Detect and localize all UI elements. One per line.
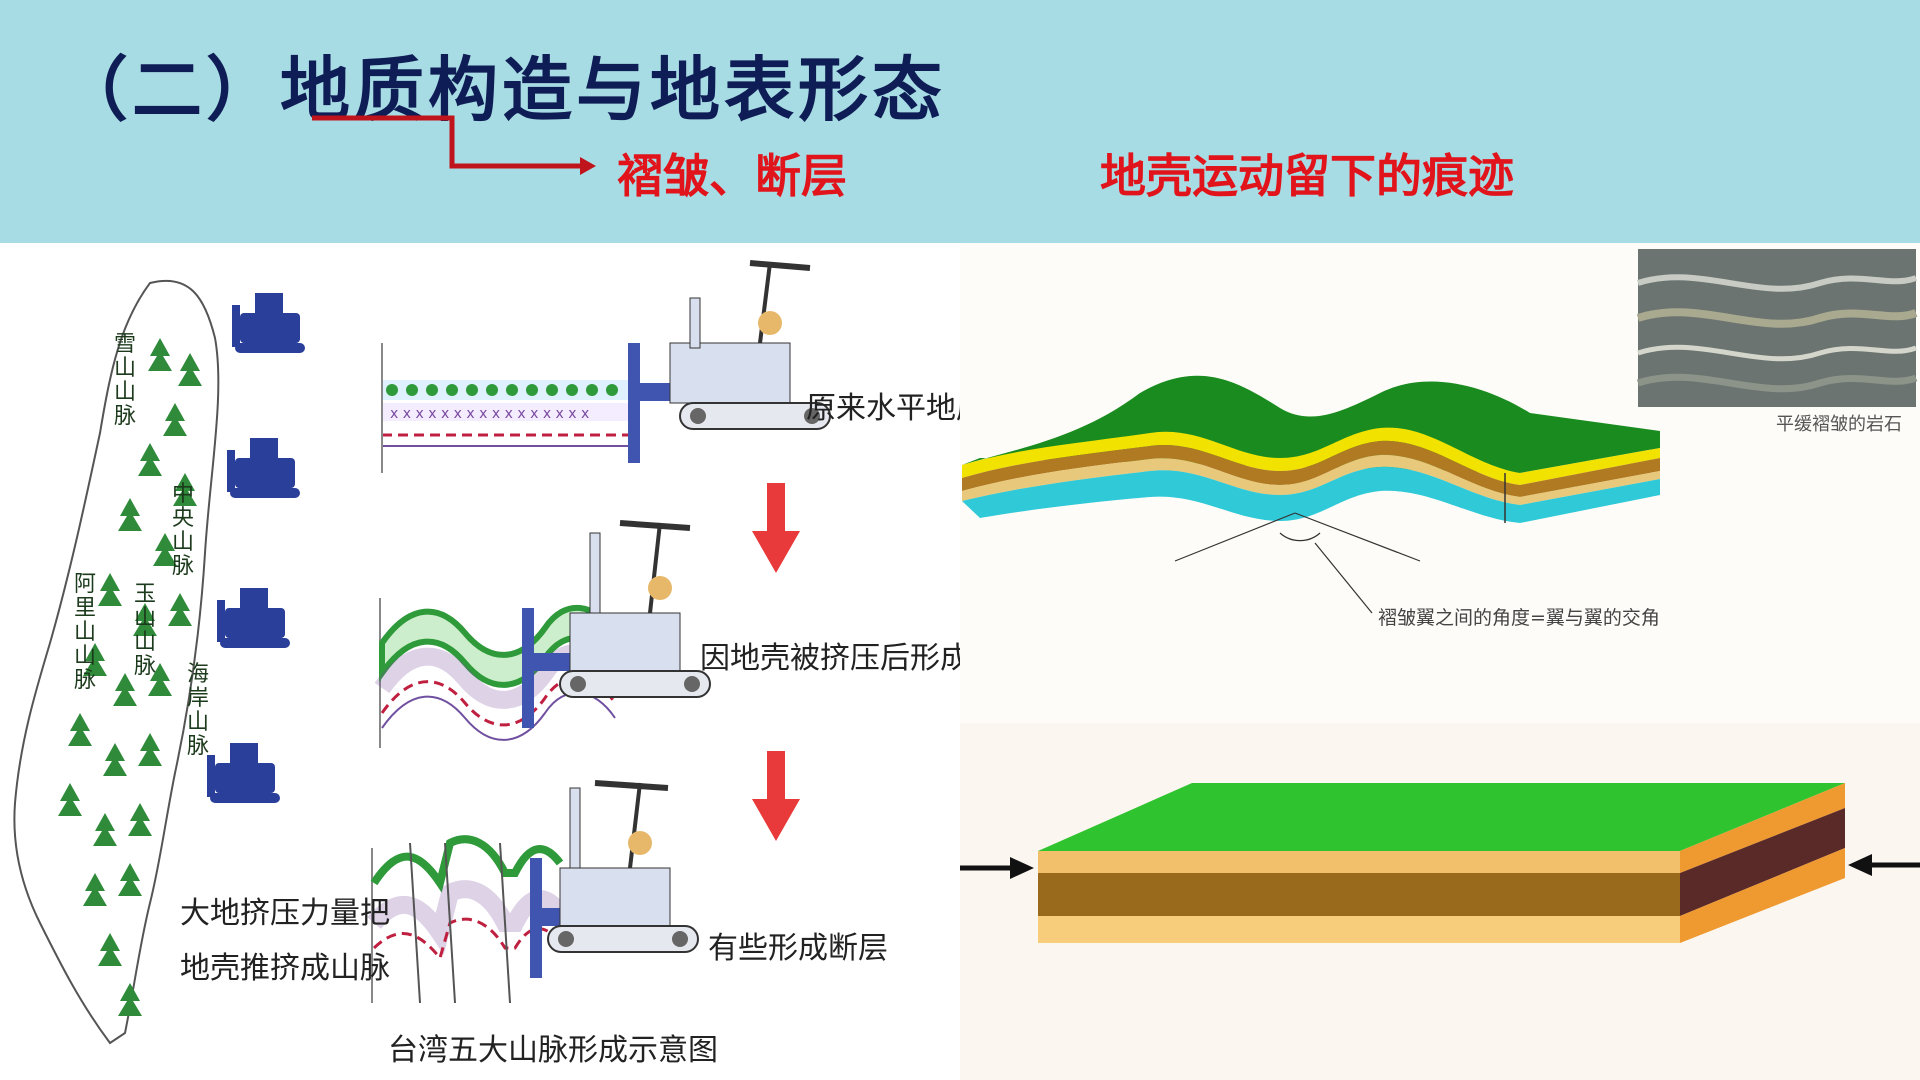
left-arrow-icon	[1848, 854, 1920, 876]
mountain-label-xueshan: 雪山山脉	[113, 332, 136, 429]
tree-icon	[58, 338, 202, 1016]
fold-block-icon	[962, 249, 1918, 614]
page-title: （二）地质构造与地表形态	[58, 49, 946, 131]
bulldozer-icon	[207, 293, 305, 803]
mountain-label-alishan: 阿里山山脉	[73, 572, 96, 693]
label-force-line2: 地壳推挤成山脉	[180, 951, 390, 986]
header-banner: （二）地质构造与地表形态 褶皱、断层 地壳运动留下的痕迹	[0, 0, 1920, 243]
bulldozer-icon	[534, 520, 711, 698]
layered-block-icon	[960, 783, 1920, 943]
bulldozer-icon	[640, 260, 831, 430]
subtitle-fold-fault: 褶皱、断层	[617, 149, 847, 203]
taiwan-map-icon: x x x x x x x x x x x x x x x x	[13, 260, 831, 1045]
fault-strata-icon	[367, 835, 568, 1004]
diagram-caption: 台湾五大山脉形成示意图	[388, 1033, 718, 1068]
mountain-label-central: 中央山脉	[171, 482, 194, 579]
label-fault: 有些形成断层	[708, 931, 888, 966]
svg-text:x x x x x x x x x x x x x x x: x x x x x x x x x x x x x x x x	[390, 406, 589, 422]
label-force-line1: 大地挤压力量把	[180, 896, 390, 931]
fold-angle-label: 褶皱翼之间的角度=翼与翼的交角	[1378, 607, 1660, 629]
right-arrow-icon	[960, 857, 1034, 879]
rock-photo-icon	[1636, 249, 1918, 407]
down-arrow-icon	[752, 483, 800, 841]
fold-diagram-panel: 平缓褶皱的岩石 褶皱翼之间的角度=翼与翼的交角	[960, 243, 1920, 723]
horizontal-strata-icon: x x x x x x x x x x x x x x x x	[381, 343, 640, 473]
taiwan-diagram-panel: x x x x x x x x x x x x x x x x	[0, 243, 1030, 1080]
layered-block-panel	[960, 723, 1920, 1080]
mountain-label-yushan: 玉山山脉	[133, 582, 156, 679]
bulldozer-icon	[542, 780, 699, 953]
label-original-strata: 原来水平地层	[806, 391, 986, 426]
rock-photo-caption: 平缓褶皱的岩石	[1776, 414, 1902, 435]
subtitle-crust-traces: 地壳运动留下的痕迹	[1100, 149, 1514, 203]
mountain-label-coastal: 海岸山脉	[186, 662, 209, 759]
connector-arrow-icon	[312, 115, 596, 175]
